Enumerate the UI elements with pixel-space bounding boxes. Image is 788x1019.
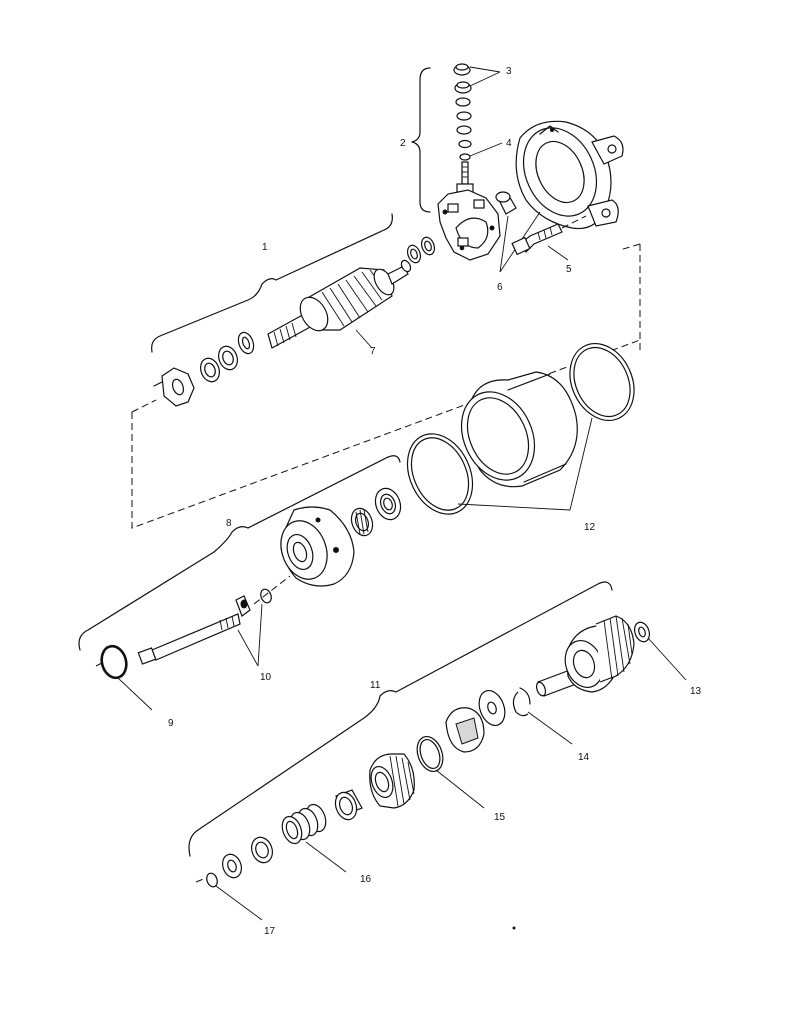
bushing-6 <box>495 191 517 215</box>
callout-12: 12 <box>584 522 596 533</box>
o-ring-9 <box>100 644 128 680</box>
armature-7 <box>267 259 412 349</box>
terminal-nuts-3 <box>453 63 472 161</box>
callout-15: 15 <box>494 812 506 823</box>
callout-5: 5 <box>566 264 572 275</box>
brace-group-2 <box>411 67 431 213</box>
bearing-front <box>350 507 374 537</box>
brace-group-8 <box>78 455 401 651</box>
stop-collar <box>445 707 485 753</box>
washer-10 <box>235 595 251 617</box>
terminal-bolt-4 <box>456 161 474 193</box>
sleeve <box>334 789 363 821</box>
callout-9: 9 <box>168 718 174 729</box>
washer-13 <box>633 621 651 643</box>
callout-16: 16 <box>360 874 372 885</box>
callout-2: 2 <box>400 138 406 149</box>
lock-plate <box>153 367 195 407</box>
front-bracket <box>280 506 355 587</box>
armature-washers-left <box>199 331 255 383</box>
spring-collar <box>251 836 273 864</box>
bearing-cup <box>374 487 402 521</box>
rear-end-cover <box>515 120 624 230</box>
through-bolt-5 <box>511 223 563 256</box>
armature-washers-right <box>406 236 436 264</box>
yoke-housing <box>460 371 578 488</box>
spring-16 <box>281 803 327 845</box>
callout-7: 7 <box>370 346 376 357</box>
circlip-14 <box>512 687 531 717</box>
o-ring-12-lower <box>406 433 474 515</box>
brush-plate <box>437 189 501 261</box>
clip-17 <box>206 872 218 888</box>
long-bolt-10 <box>137 613 241 665</box>
o-ring-12-upper <box>569 342 635 422</box>
washer-stack <box>221 853 243 879</box>
callout-4: 4 <box>506 138 512 149</box>
callout-13: 13 <box>690 686 702 697</box>
snap-ring-15 <box>416 735 444 773</box>
callout-11: 11 <box>370 680 381 691</box>
washer-thrust <box>478 689 506 727</box>
o-ring-small-10 <box>260 588 272 604</box>
drive-shaft-gear <box>535 615 635 697</box>
brace-group-1 <box>151 213 393 353</box>
callout-17: 17 <box>264 926 276 937</box>
brace-group-11 <box>188 581 613 857</box>
callout-3: 3 <box>506 66 512 77</box>
callout-8: 8 <box>226 518 232 529</box>
callout-10: 10 <box>260 672 272 683</box>
pinion-clutch <box>369 753 415 809</box>
callout-6: 6 <box>497 282 503 293</box>
callout-1: 1 <box>262 242 268 253</box>
callout-14: 14 <box>578 752 590 763</box>
